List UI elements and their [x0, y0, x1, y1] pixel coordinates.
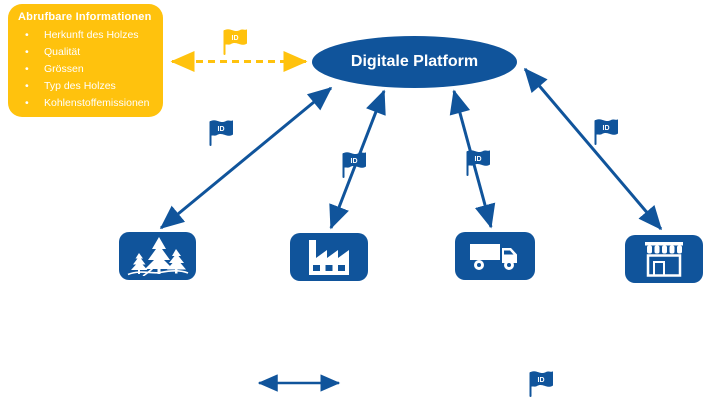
id-flag-icon: ID [466, 150, 490, 176]
store-node [625, 235, 703, 283]
id-flag-icon: ID [594, 119, 618, 145]
list-item: Herkunft des Holzes [18, 27, 155, 44]
id-flag-icon: ID [529, 371, 553, 397]
info-box-title: Abrufbare Informationen [18, 11, 152, 23]
factory-node [290, 233, 368, 281]
flag-label: ID [538, 377, 545, 384]
info-box-list: Herkunft des Holzes Qualität Grössen Typ… [18, 27, 155, 112]
flag-label: ID [603, 125, 610, 132]
forest-node [119, 232, 196, 280]
flag-label: ID [351, 158, 358, 165]
flag-label: ID [475, 156, 482, 163]
flag-label: ID [218, 126, 225, 133]
flag-label: ID [232, 35, 239, 42]
factory-icon [309, 240, 349, 275]
store-icon [645, 242, 683, 277]
list-item: Kohlenstoffemissionen [18, 95, 155, 112]
id-flag-icon: ID [342, 152, 366, 178]
platform-label: Digitale Platform [350, 53, 479, 70]
truck-node [455, 232, 535, 280]
truck-icon [470, 244, 517, 270]
platform-node: Digitale Platform [312, 36, 517, 88]
id-flag-icon: ID [209, 120, 233, 146]
id-flag-icon: ID [223, 29, 247, 55]
info-box: Abrufbare Informationen Herkunft des Hol… [8, 4, 163, 117]
list-item: Typ des Holzes [18, 78, 155, 95]
forest-icon [127, 237, 188, 276]
arrow-platform-forest [159, 86, 333, 230]
list-item: Qualität [18, 44, 155, 61]
list-item: Grössen [18, 61, 155, 78]
arrow-platform-store [523, 67, 663, 231]
